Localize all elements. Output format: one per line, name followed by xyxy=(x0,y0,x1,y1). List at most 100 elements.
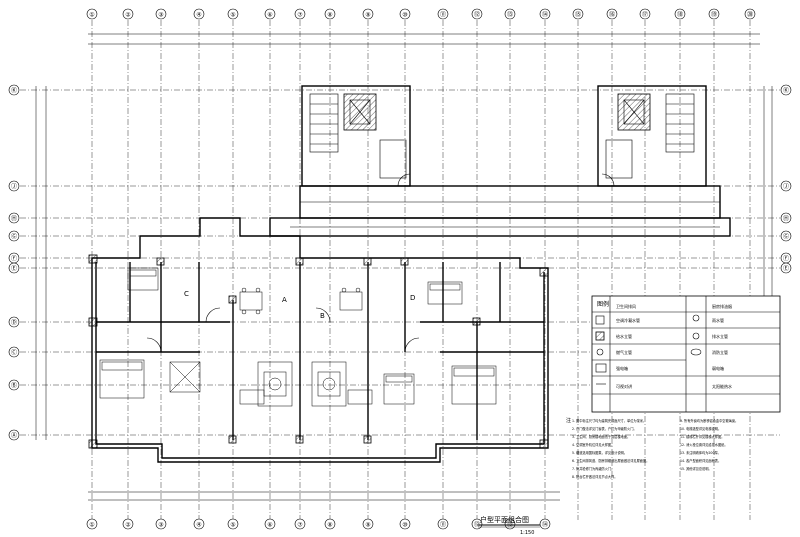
furniture xyxy=(99,267,497,407)
axis-bubble: ② xyxy=(122,8,134,20)
axis-bubble: ⑪ xyxy=(437,518,449,530)
svg-text:⑧: ⑧ xyxy=(327,522,332,529)
axis-bubble: ⑤ xyxy=(227,8,239,20)
svg-text:Ⓚ: Ⓚ xyxy=(11,87,17,95)
svg-text:⑲: ⑲ xyxy=(711,11,717,19)
legend-row: 卫生间排风 xyxy=(616,303,636,309)
note-item: 9. 所有外窗均为断桥铝合金中空玻璃窗。 xyxy=(680,418,738,423)
axis-bubble: Ⓗ xyxy=(780,212,792,224)
svg-text:②: ② xyxy=(125,522,131,529)
note-item: 15. 其他详见总说明。 xyxy=(680,466,712,471)
axis-bubble: Ⓖ xyxy=(780,230,792,242)
svg-text:③: ③ xyxy=(158,12,163,19)
note-item: 14. 各户型面积详见面积表。 xyxy=(680,458,721,463)
axis-bubble: ⑬ xyxy=(504,8,516,20)
axis-bubble: ⑰ xyxy=(639,8,651,20)
note-item: 7. 管井检修门为丙级防火门。 xyxy=(572,466,614,471)
left-core xyxy=(301,85,411,187)
columns xyxy=(88,254,549,449)
axis-bubble: Ⓕ xyxy=(8,252,20,264)
svg-text:Ⓗ: Ⓗ xyxy=(783,215,789,223)
drawing-title: 户型平面组合图 xyxy=(480,515,529,524)
axis-bubble: ⑩ xyxy=(399,8,411,20)
svg-text:Ⓔ: Ⓔ xyxy=(783,265,789,273)
axis-bubble: ⑲ xyxy=(708,8,720,20)
axis-bubble: ③ xyxy=(155,8,167,20)
svg-text:⑩: ⑩ xyxy=(402,12,407,19)
axis-bubble: Ⓙ xyxy=(8,180,20,192)
svg-text:Ⓙ: Ⓙ xyxy=(783,183,789,191)
legend-row: 厨房排油烟 xyxy=(712,303,732,309)
svg-text:⑱: ⑱ xyxy=(677,11,683,19)
axis-bubble: Ⓗ xyxy=(8,212,20,224)
axis-bubble: ③ xyxy=(155,518,167,530)
axis-bubble: ⑥ xyxy=(264,518,276,530)
drawing-scale: 1:150 xyxy=(520,530,534,536)
svg-text:Ⓑ: Ⓑ xyxy=(11,382,17,390)
legend-row: 雨水管 xyxy=(712,317,724,323)
axis-bubble: Ⓕ xyxy=(780,252,792,264)
svg-text:⑭: ⑭ xyxy=(542,11,548,19)
svg-text:④: ④ xyxy=(196,12,201,19)
axis-bubble: Ⓓ xyxy=(8,316,20,328)
svg-text:Ⓖ: Ⓖ xyxy=(783,233,789,241)
axis-bubble: ⑦ xyxy=(294,518,306,530)
general-notes: 注 1. 图中标注尺寸均为建筑完成面尺寸，单位为毫米。 2. 户门做法详见门窗表… xyxy=(566,417,738,479)
note-item: 12. 消火栓位置详见给排水图纸。 xyxy=(680,442,728,447)
axis-bubble: Ⓚ xyxy=(780,84,792,96)
right-axis-bubbles: Ⓚ Ⓙ Ⓗ Ⓖ Ⓕ Ⓔ xyxy=(780,84,792,274)
bottom-axis-bubbles: ① ② ③ ④ ⑤ ⑥ ⑦ ⑧ ⑨ ⑩ ⑪ ⑫ ⑬ ⑭ xyxy=(86,518,551,530)
axis-bubble: ⑨ xyxy=(362,518,374,530)
note-item: 13. 未注明墙体均为200厚。 xyxy=(680,450,721,455)
axis-bubble: Ⓙ xyxy=(780,180,792,192)
axis-bubble: ⑱ xyxy=(674,8,686,20)
svg-text:⑰: ⑰ xyxy=(642,11,648,19)
left-axis-bubbles: Ⓚ Ⓙ Ⓗ Ⓖ Ⓕ Ⓔ Ⓓ Ⓒ Ⓑ Ⓐ xyxy=(8,84,20,441)
svg-text:Ⓖ: Ⓖ xyxy=(11,233,17,241)
svg-text:⑧: ⑧ xyxy=(327,12,332,19)
note-item: 1. 图中标注尺寸均为建筑完成面尺寸，单位为毫米。 xyxy=(572,418,646,423)
svg-text:⑮: ⑮ xyxy=(575,11,581,19)
note-item: 4. 空调室外机位详见大样图。 xyxy=(572,442,614,447)
unit-label-b: B xyxy=(320,312,325,320)
building-outline xyxy=(91,217,549,463)
note-item: 8. 阳台栏杆做法详见节点大样。 xyxy=(572,474,618,479)
svg-text:Ⓙ: Ⓙ xyxy=(11,183,17,191)
svg-text:Ⓓ: Ⓓ xyxy=(11,319,17,327)
svg-text:Ⓕ: Ⓕ xyxy=(783,255,789,263)
svg-text:Ⓕ: Ⓕ xyxy=(11,255,17,263)
corridor xyxy=(269,185,731,237)
note-item: 10. 电梯选型详见电梯说明。 xyxy=(680,426,721,431)
unit-label-c: C xyxy=(184,290,189,298)
note-item: 2. 户门做法详见门窗表，户门为甲级防火门。 xyxy=(572,426,637,431)
axis-bubble: ⑥ xyxy=(264,8,276,20)
legend-row: 空调冷凝水管 xyxy=(616,317,640,323)
legend-title: 图例 xyxy=(597,300,609,308)
svg-text:⑨: ⑨ xyxy=(365,12,370,19)
unit-labels: A B C D xyxy=(184,290,415,320)
axis-bubble: ⑨ xyxy=(362,8,374,20)
legend-row: 消防立管 xyxy=(712,349,728,355)
svg-text:①: ① xyxy=(89,522,94,529)
svg-text:Ⓚ: Ⓚ xyxy=(783,87,789,95)
svg-text:⑭: ⑭ xyxy=(542,521,548,529)
axis-bubble: ⑪ xyxy=(437,8,449,20)
unit-label-d: D xyxy=(410,294,415,302)
note-item: 5. 烟道选用国标图集，详见设计说明。 xyxy=(572,450,627,455)
door-swings xyxy=(146,173,615,353)
svg-text:②: ② xyxy=(125,12,131,19)
svg-text:Ⓐ: Ⓐ xyxy=(11,432,17,440)
axis-bubble: ⑤ xyxy=(227,518,239,530)
axis-bubble: ④ xyxy=(193,8,205,20)
note-item: 3. 卫生间、厨房楼地面低于同层楼地面。 xyxy=(572,434,630,439)
svg-text:⑬: ⑬ xyxy=(507,11,513,19)
note-item: 11. 楼梯栏杆详见楼梯大样图。 xyxy=(680,434,724,439)
axis-bubble: ⑮ xyxy=(572,8,584,20)
svg-text:⑤: ⑤ xyxy=(230,522,235,529)
axis-bubble: ⑳ xyxy=(744,8,756,20)
svg-text:①: ① xyxy=(89,12,94,19)
svg-text:⑳: ⑳ xyxy=(747,11,753,19)
drawing-title-block: 户型平面组合图 1:150 xyxy=(478,515,540,536)
axis-bubble: ④ xyxy=(193,518,205,530)
